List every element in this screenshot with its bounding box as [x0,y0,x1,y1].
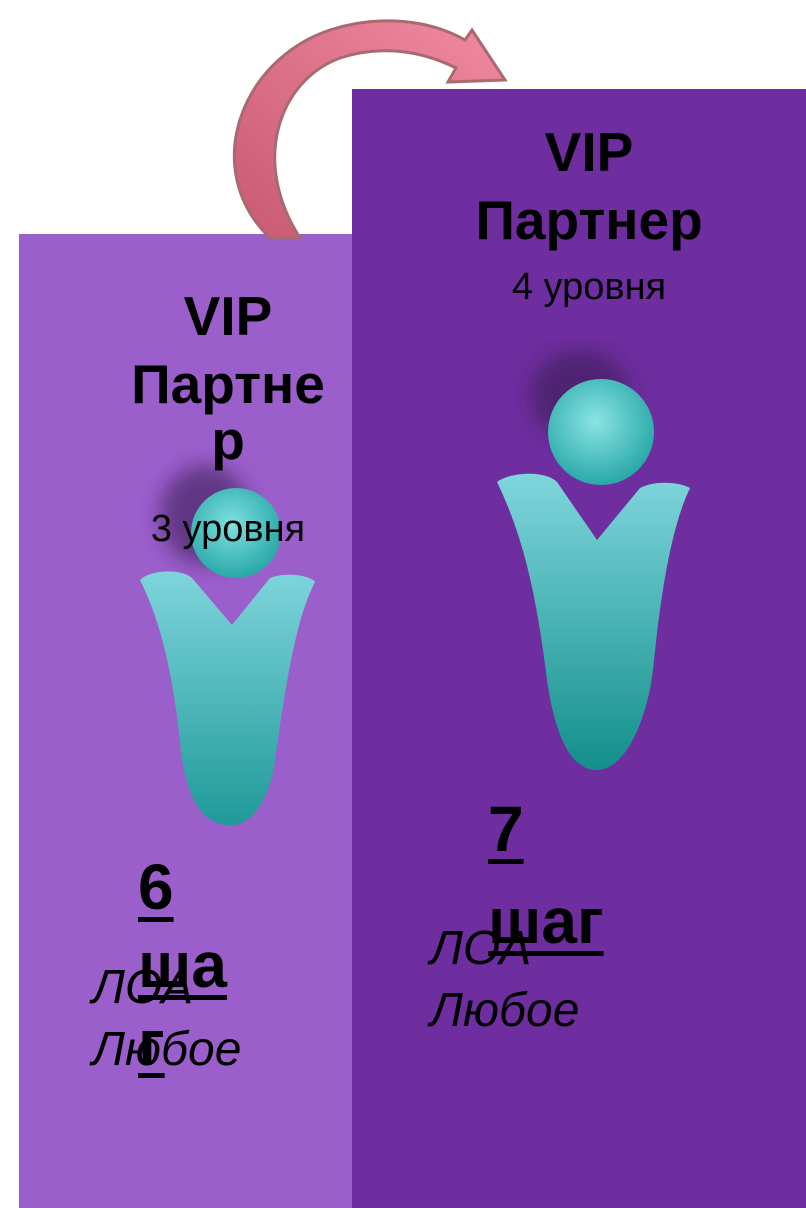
right-title-line2: Партнер [475,189,703,251]
left-level-label: 3 уровня [150,508,306,550]
person-figure-icon [140,465,315,826]
left-title-line3: р [211,409,245,471]
right-title-line1: VIP [544,121,634,183]
person-figure-icon [497,350,690,771]
left-step-line3: г [138,1007,165,1079]
right-step-line2: шаг [488,885,604,957]
left-note-line2: Любое [92,1023,242,1076]
right-note-line1: ЛОА [430,922,532,975]
right-step-line1: 7 [488,793,524,865]
left-step-line2: ша [138,929,227,1001]
right-note-line2: Любое [430,984,580,1037]
right-level-label: 4 уровня [511,266,667,308]
left-step-line1: 6 [138,851,174,923]
left-title-line2: Партне [131,353,325,415]
left-title-line1: VIP [183,285,273,347]
left-note-line1: ЛОА [92,961,194,1014]
curved-arrow-icon [232,19,508,240]
